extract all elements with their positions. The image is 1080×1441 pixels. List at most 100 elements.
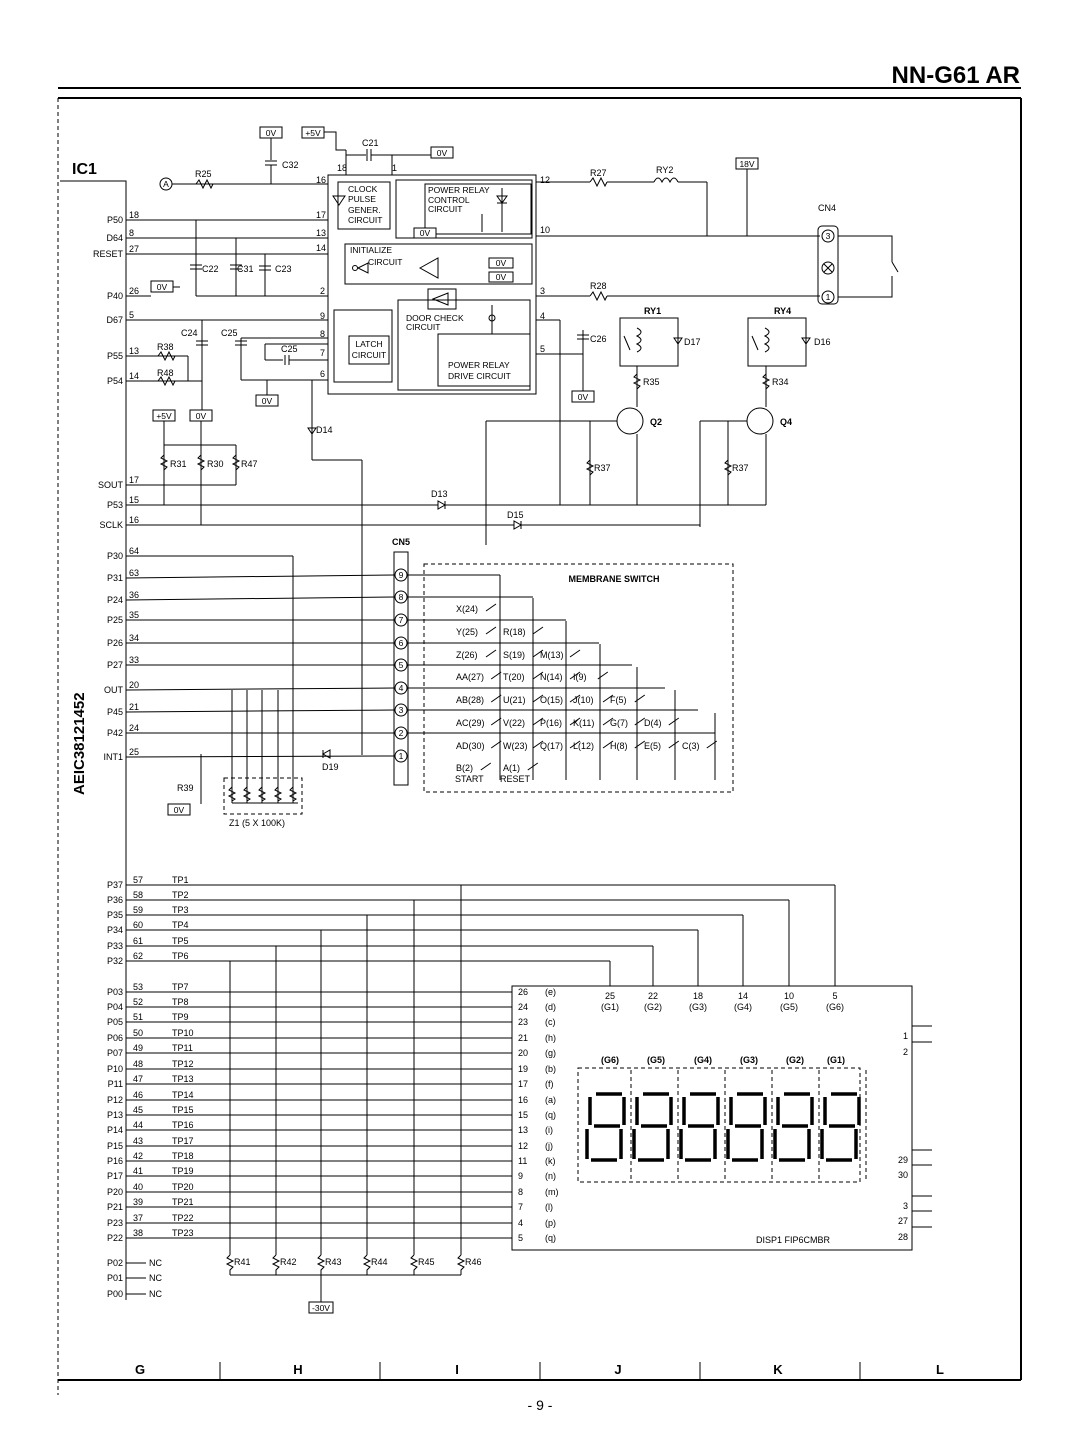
display-pin-number: 19	[518, 1064, 528, 1074]
svg-text:D16: D16	[814, 337, 831, 347]
svg-text:Q2: Q2	[650, 417, 662, 427]
svg-text:CIRCUIT: CIRCUIT	[428, 204, 462, 214]
key-switch-contact	[634, 717, 646, 726]
display-side-pin: 30	[898, 1170, 908, 1180]
ic-pin-number: 15	[129, 495, 139, 505]
ic-pin-number: 60	[133, 920, 143, 930]
svg-text:C25: C25	[281, 344, 298, 354]
svg-text:CIRCUIT: CIRCUIT	[406, 322, 440, 332]
ic-pin-number: 35	[129, 610, 139, 620]
membrane-keys: X(24)Y(25)R(18)Z(26)S(19)M(13)AA(27)T(20…	[456, 575, 718, 780]
display-grid-labels: (G6)(G5)(G4)(G3)(G2)(G1)	[601, 1055, 845, 1065]
ic-pin-name: P34	[107, 925, 123, 935]
display-pin-number: 4	[518, 1218, 523, 1228]
display-pin-number: 7	[518, 1202, 523, 1212]
test-point-label: TP7	[172, 982, 189, 992]
key-switch-contact	[634, 694, 646, 703]
ic-pin-name: P27	[107, 660, 123, 670]
membrane-key-label: AA(27)	[456, 672, 484, 682]
ic-pin-name: RESET	[93, 249, 124, 259]
svg-text:C32: C32	[282, 160, 299, 170]
key-switch-contact	[485, 649, 497, 658]
membrane-key-label: R(18)	[503, 627, 526, 637]
ic-pin-number: 51	[133, 1012, 143, 1022]
ic-pin-name: P24	[107, 595, 123, 605]
svg-text:+5V: +5V	[305, 128, 321, 138]
ic-pin-name: P33	[107, 941, 123, 951]
membrane-key-label: L(12)	[573, 741, 594, 751]
svg-text:0V: 0V	[496, 258, 507, 268]
test-point-label: TP10	[172, 1028, 194, 1038]
display-grid-label: (G1)	[827, 1055, 845, 1065]
ic-pin-number: 48	[133, 1059, 143, 1069]
test-point-label: TP12	[172, 1059, 194, 1069]
membrane-key-label: E(5)	[644, 741, 661, 751]
svg-text:R35: R35	[643, 377, 660, 387]
membrane-key-label: A(1)	[503, 763, 520, 773]
ic-pin-number: 37	[133, 1213, 143, 1223]
svg-text:Z1 (5 X 100K): Z1 (5 X 100K)	[229, 818, 285, 828]
ic-pin-name: SOUT	[98, 480, 124, 490]
ic-pin-name: P11	[108, 1079, 123, 1089]
ic-pin-number: 38	[133, 1228, 143, 1238]
ic-pin-name: P22	[107, 1233, 123, 1243]
grid-col-g: G	[135, 1362, 145, 1377]
display-segment-label: (n)	[545, 1171, 556, 1181]
relay-output-section: R27 RY2 CN4 3 1 R28 RY1 RY4 D17 D16	[485, 165, 899, 545]
membrane-key-label: AC(29)	[456, 718, 485, 728]
ic-pin-number: 39	[133, 1197, 143, 1207]
membrane-key-label: B(2)	[456, 763, 473, 773]
svg-text:C23: C23	[275, 264, 292, 274]
ic-pin-name: P12	[107, 1095, 123, 1105]
svg-text:Q4: Q4	[780, 417, 792, 427]
test-point-label: TP19	[172, 1166, 194, 1176]
digit	[679, 1070, 726, 1180]
ic-pin-name: P30	[107, 551, 123, 561]
ic-pin-number: 36	[129, 590, 139, 600]
ic-pin-name: P01	[107, 1273, 123, 1283]
display-left-pins: 26(e)24(d)23(c)21(h)20(g)19(b)17(f)16(a)…	[518, 987, 559, 1243]
ic-pin-number: 50	[133, 1028, 143, 1038]
ic-pin-name: P42	[107, 728, 123, 738]
display-pin-number: 13	[518, 1125, 528, 1135]
key-switch-contact	[668, 717, 680, 726]
display-segment-label: (e)	[545, 987, 556, 997]
svg-text:CN4: CN4	[818, 203, 836, 213]
ic-pin-name: P54	[107, 376, 123, 386]
svg-text:R37: R37	[594, 463, 611, 473]
svg-text:0V: 0V	[262, 396, 273, 406]
test-point-label: TP13	[172, 1074, 194, 1084]
display-segment-label: (q)	[545, 1233, 556, 1243]
display-grid-label: (G4)	[694, 1055, 712, 1065]
membrane-key-label: J(10)	[573, 695, 594, 705]
test-point-label: TP21	[172, 1197, 194, 1207]
grid-col-l: L	[936, 1362, 944, 1377]
ic-pin-name: P07	[107, 1048, 123, 1058]
vfd-display-module	[511, 985, 913, 1251]
svg-text:CIRCUIT: CIRCUIT	[352, 350, 386, 360]
no-connect-label: NC	[149, 1289, 162, 1299]
test-point-label: TP1	[172, 875, 189, 885]
ic-pin-name: P31	[107, 573, 123, 583]
ic-pin-number: 18	[129, 210, 139, 220]
ic-pin-name: SCLK	[99, 520, 123, 530]
key-switch-contact	[532, 740, 544, 749]
ic-pin-name: P15	[107, 1141, 123, 1151]
control-block	[327, 174, 537, 395]
display-grid-label: (G5)	[647, 1055, 665, 1065]
svg-text:7: 7	[320, 348, 325, 358]
svg-text:D15: D15	[507, 510, 524, 520]
ic-pin-number: 61	[133, 936, 143, 946]
svg-text:C31: C31	[237, 264, 254, 274]
ic-part-number: AEIC38121452	[71, 692, 88, 795]
display-segment-label: (g)	[545, 1048, 556, 1058]
ic-pin-number: 34	[129, 633, 139, 643]
pullup-resistors: R31 R30 R47 D13 D15	[126, 421, 700, 755]
svg-text:4: 4	[540, 311, 545, 321]
display-side-pin: 29	[898, 1155, 908, 1165]
svg-text:INITIALIZE: INITIALIZE	[350, 245, 392, 255]
svg-text:14: 14	[316, 243, 326, 253]
ic-pin-number: 59	[133, 905, 143, 915]
display-pin-number: 11	[518, 1156, 527, 1166]
membrane-key-label: Z(26)	[456, 650, 478, 660]
